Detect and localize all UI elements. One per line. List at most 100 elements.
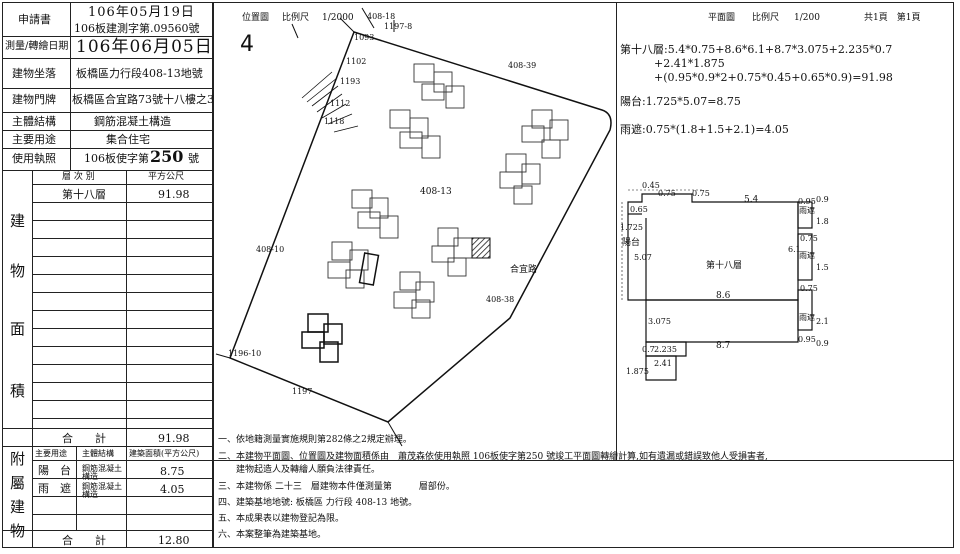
site-plan-scale: 1/2000 <box>322 13 354 23</box>
annex-structure-2: 鋼筋混凝土構造 <box>82 482 122 499</box>
location-value: 板橋區力行段408-13地號 <box>76 67 203 80</box>
dim-14: 8.6 <box>716 291 731 301</box>
lot-1093: 1093 <box>354 33 375 42</box>
left-form-frame <box>2 2 213 548</box>
lot-408-10: 408-10 <box>256 245 285 254</box>
dim-24: 0.9 <box>816 339 829 348</box>
floor-area: 91.98 <box>158 188 190 201</box>
formula-floor-2: +2.41*1.875 <box>654 57 725 70</box>
structure-value: 鋼筋混凝土構造 <box>94 115 171 128</box>
road-name: 合宜路 <box>510 265 538 275</box>
target-unit-mark <box>471 237 491 259</box>
dim-17: 2.1 <box>816 317 829 326</box>
location-label: 建物坐落 <box>12 67 56 80</box>
building-side-2: 物 <box>10 262 26 280</box>
annex-side-4: 物 <box>10 522 26 540</box>
dim-6: 0.9 <box>816 195 829 204</box>
annex-side-2: 屬 <box>10 474 26 492</box>
license-label: 使用執照 <box>12 152 56 165</box>
room-label: 第十八層 <box>706 261 743 271</box>
sheet-mark: 4 <box>240 32 254 57</box>
lot-1197: 1197 <box>292 387 313 396</box>
dim-19: 0.95 <box>798 335 816 344</box>
dim-13: 1.5 <box>816 263 829 272</box>
annex-side-1: 附 <box>10 450 26 468</box>
canopy-label-1: 雨遮 <box>799 206 815 215</box>
annex-header-structure: 主體結構 <box>82 449 114 458</box>
formula-balcony: 陽台:1.725*5.07=8.75 <box>620 95 741 108</box>
lot-1102: 1102 <box>346 57 367 66</box>
floor-plan-scale-label: 比例尺 <box>752 13 780 23</box>
dim-10: 6.1 <box>788 245 801 254</box>
annex-area-1: 8.75 <box>160 465 185 478</box>
dim-1: 0.45 <box>642 181 660 190</box>
survey-date-label: 測量/轉繪日期 <box>5 41 69 52</box>
total-value: 91.98 <box>158 432 190 445</box>
dim-12: 1.8 <box>816 217 829 226</box>
lot-1193: 1193 <box>340 77 361 86</box>
dim-9: 5.07 <box>634 253 652 262</box>
note-2b: 建物起造人及轉繪人願負法律責任。 <box>218 465 381 475</box>
annex-total-label: 合 計 <box>62 534 106 547</box>
lot-1197-8: 1197-8 <box>384 22 413 31</box>
drawing-frame <box>213 2 954 548</box>
dim-5: 0.95 <box>798 197 816 206</box>
license-prefix: 106板使字第 <box>84 152 149 165</box>
address-value: 板橋區合宜路73號十八樓之3 <box>72 93 214 106</box>
dim-15: 0.75 <box>800 284 818 293</box>
site-plan-title: 位置圖 <box>242 13 270 23</box>
building-side-1: 建 <box>10 212 26 230</box>
dim-23: 1.875 <box>626 367 649 376</box>
dim-22: 2.41 <box>654 359 672 368</box>
floor-col-header: 層 次 別 <box>62 172 95 182</box>
dim-3: 0.75 <box>692 189 710 198</box>
note-2: 二、本建物平面圖、位置圖及建物面積係由 蕭茂森依使用執照 106板使字第250 … <box>218 452 768 462</box>
annex-side-3: 建 <box>10 498 26 516</box>
annex-header-area: 建築面積(平方公尺) <box>129 449 200 458</box>
note-6: 六、本案整筆為建築基地。 <box>218 530 327 540</box>
canopy-label-2: 雨遮 <box>799 251 815 260</box>
lot-1118: 1118 <box>324 117 345 126</box>
dim-2: 0.75 <box>658 189 676 198</box>
note-1: 一、依地籍測量實施規則第282條之2規定辦理。 <box>218 435 412 445</box>
floor-plan-drawing <box>621 189 813 381</box>
lot-408-38: 408-38 <box>486 295 515 304</box>
dim-7: 0.65 <box>630 205 648 214</box>
annex-use-2: 雨 遮 <box>38 482 71 495</box>
apply-label: 申請書 <box>18 13 51 26</box>
site-plan-drawing <box>215 7 612 447</box>
site-plan-scale-label: 比例尺 <box>282 13 310 23</box>
address-label: 建物門牌 <box>12 93 56 106</box>
formula-canopy: 雨遮:0.75*(1.8+1.5+2.1)=4.05 <box>620 123 789 136</box>
dim-20: 2.235 <box>654 345 677 354</box>
license-number: 250 <box>150 147 184 166</box>
annex-use-1: 陽 台 <box>38 464 71 477</box>
use-value: 集合住宅 <box>106 133 150 146</box>
apply-date: 106年05月19日 <box>88 5 195 20</box>
lot-1196-10: 1196-10 <box>228 349 262 358</box>
dim-18: 8.7 <box>716 341 731 351</box>
floor-plan-scale: 1/200 <box>794 13 820 23</box>
annex-header-use: 主要用途 <box>35 449 67 458</box>
page-count: 共1頁 第1頁 <box>864 13 921 23</box>
note-5: 五、本成果表以建物登記為限。 <box>218 514 345 524</box>
survey-date: 106年06月05日 <box>76 37 213 57</box>
area-col-header: 平方公尺 <box>148 172 185 182</box>
floor-name: 第十八層 <box>62 188 106 201</box>
annex-total-value: 12.80 <box>158 534 190 547</box>
apply-number: 106板建測字第.09560號 <box>74 22 200 35</box>
annex-area-2: 4.05 <box>160 483 185 496</box>
dim-8: 1.725 <box>620 223 643 232</box>
building-side-3: 面 <box>10 320 26 338</box>
note-3: 三、本建物係 二十三 層建物本件僅測量第 層部份。 <box>218 482 455 492</box>
lot-1112: 1112 <box>330 99 351 108</box>
dim-16: 3.075 <box>648 317 671 326</box>
balcony-label: 陽台 <box>622 238 641 248</box>
lot-408-18: 408-18 <box>367 12 396 21</box>
structure-label: 主體結構 <box>12 115 56 128</box>
lot-408-13: 408-13 <box>420 187 452 197</box>
use-label: 主要用途 <box>12 133 56 146</box>
building-side-4: 積 <box>10 382 26 400</box>
license-suffix: 號 <box>188 152 199 165</box>
